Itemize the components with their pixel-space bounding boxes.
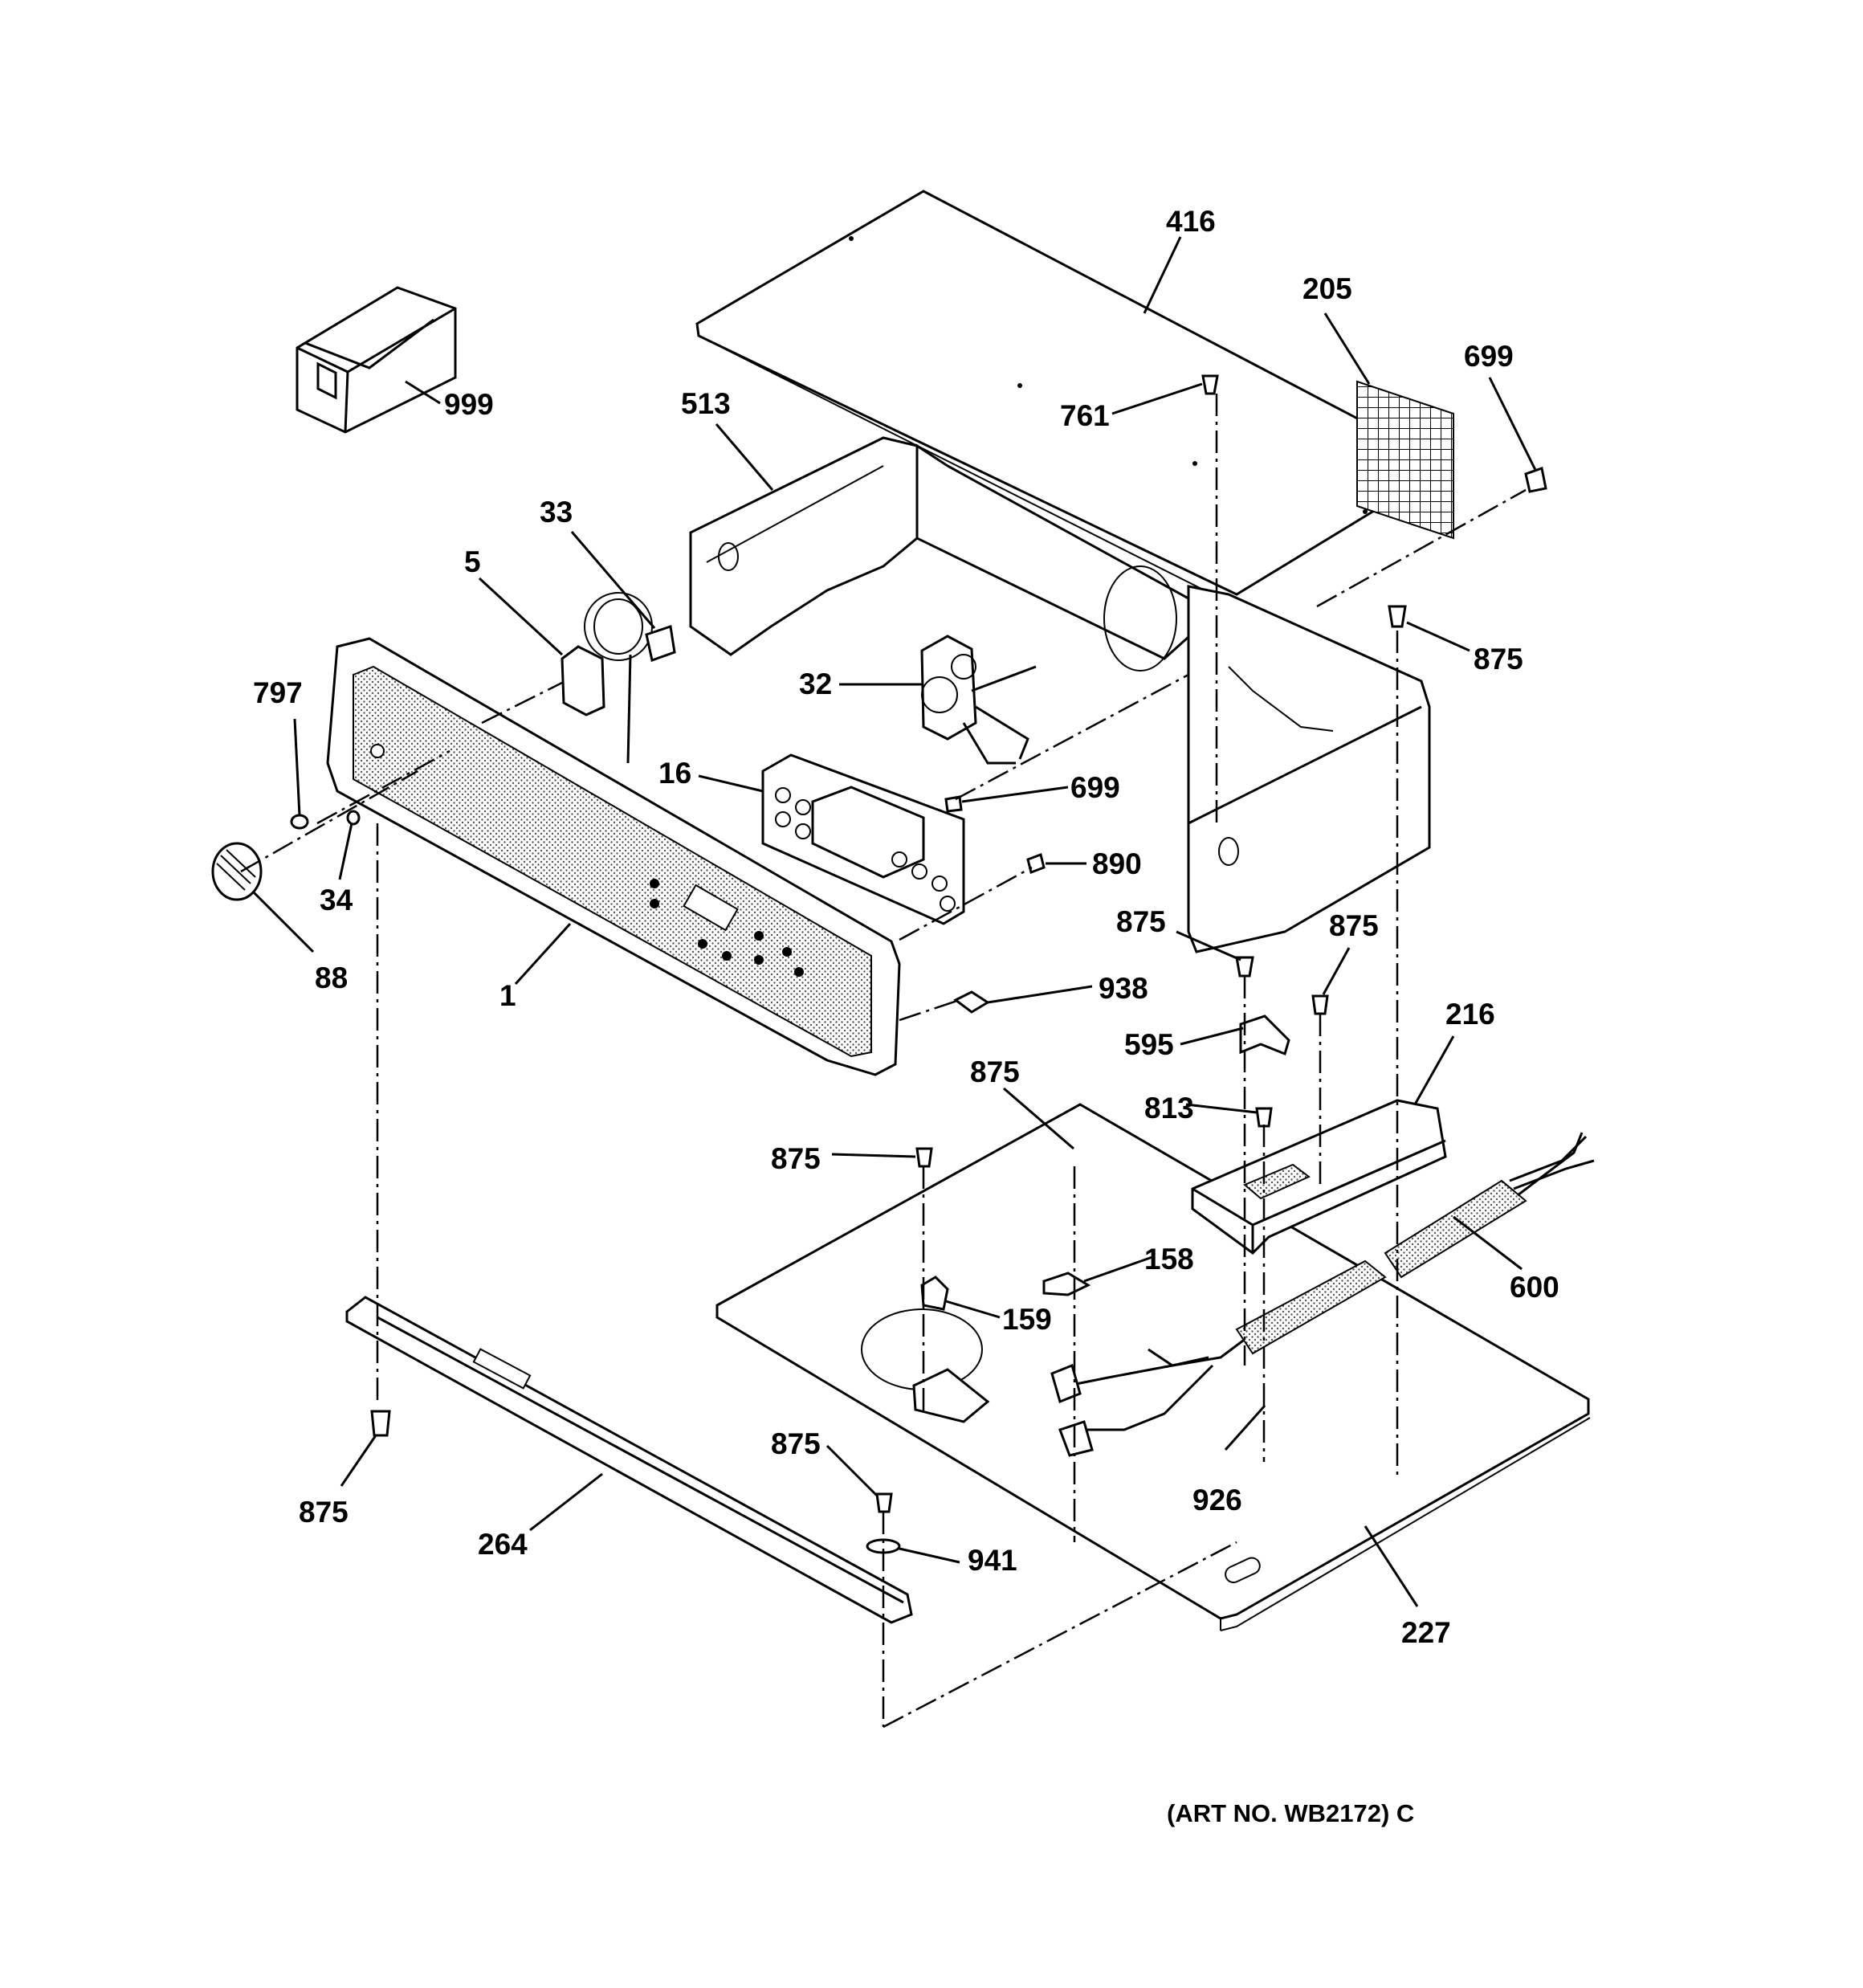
screw-797 (290, 814, 309, 830)
part-right-bracket (1187, 585, 1431, 953)
callout-813: 813 (1144, 1092, 1194, 1125)
part-1-control-panel (326, 637, 901, 1076)
callout-1: 1 (499, 979, 516, 1012)
callout-513: 513 (681, 387, 731, 420)
screw-699-top (1524, 467, 1547, 493)
screw-890 (1026, 853, 1046, 874)
art-number: (ART NO. WB2172) C (1167, 1799, 1414, 1827)
part-595-clamp (1239, 1014, 1290, 1056)
callout-938: 938 (1099, 972, 1148, 1005)
callout-875: 875 (1474, 643, 1523, 676)
callout-875: 875 (299, 1496, 349, 1529)
part-16-control-board (761, 753, 965, 925)
part-416-top-panel (695, 190, 1451, 607)
part-999-box (296, 286, 457, 434)
part-264-front-rail (345, 1296, 913, 1624)
leader-lines (251, 236, 1537, 1607)
part-513-side-bracket (689, 436, 1206, 672)
screw-813 (1255, 1107, 1273, 1128)
callout-699: 699 (1464, 340, 1514, 373)
part-32-fan-motor (920, 635, 1037, 765)
callout-264: 264 (478, 1528, 528, 1561)
callout-761: 761 (1060, 399, 1110, 432)
callout-875: 875 (1329, 909, 1379, 942)
screw-875-c (370, 1410, 391, 1437)
callout-227: 227 (1401, 1616, 1451, 1649)
callout-926: 926 (1192, 1484, 1242, 1517)
callout-16: 16 (658, 757, 691, 790)
callout-890: 890 (1092, 847, 1142, 880)
callout-699: 699 (1070, 771, 1120, 804)
screw-875-mid-right (1311, 994, 1329, 1015)
part-88-knob (211, 842, 263, 901)
callout-labels: 999 416 205 699 513 761 33 5 875 32 797 … (253, 205, 1559, 1827)
callout-32: 32 (799, 667, 832, 700)
part-938-clip (953, 990, 990, 1014)
part-159-limit-switch (920, 1276, 949, 1311)
part-216-junction-box (1191, 1099, 1447, 1255)
callout-33: 33 (540, 496, 573, 529)
callout-88: 88 (315, 961, 348, 994)
part-600-conduit (1235, 1132, 1595, 1355)
callout-158: 158 (1144, 1243, 1194, 1276)
callout-595: 595 (1124, 1028, 1174, 1061)
part-205-mesh-screen (1356, 380, 1454, 540)
part-33-thermostat (584, 592, 676, 764)
screw-875-a (915, 1147, 933, 1168)
callout-216: 216 (1445, 998, 1495, 1031)
part-227-bottom-panel (715, 1103, 1591, 1631)
part-wire-harness (1050, 1332, 1254, 1457)
callout-416: 416 (1166, 205, 1216, 238)
screw-34 (346, 810, 361, 826)
callout-875: 875 (970, 1055, 1020, 1088)
callout-875: 875 (1116, 905, 1166, 938)
callout-34: 34 (320, 884, 353, 916)
callout-205: 205 (1302, 272, 1352, 305)
callout-5: 5 (464, 545, 481, 578)
callout-797: 797 (253, 676, 303, 709)
screw-875-mid-left (1235, 956, 1254, 978)
callout-999: 999 (444, 388, 494, 421)
part-158-limit-switch (1042, 1272, 1091, 1296)
screw-875-top (1388, 605, 1407, 628)
screw-875-d (875, 1492, 893, 1513)
screw-761 (1201, 374, 1219, 395)
screw-699-fan (944, 795, 963, 813)
callout-875: 875 (771, 1142, 821, 1175)
callout-875: 875 (771, 1427, 821, 1460)
part-5-switch (561, 645, 605, 716)
callout-941: 941 (968, 1544, 1017, 1577)
callout-159: 159 (1002, 1303, 1052, 1336)
callout-600: 600 (1510, 1271, 1559, 1304)
